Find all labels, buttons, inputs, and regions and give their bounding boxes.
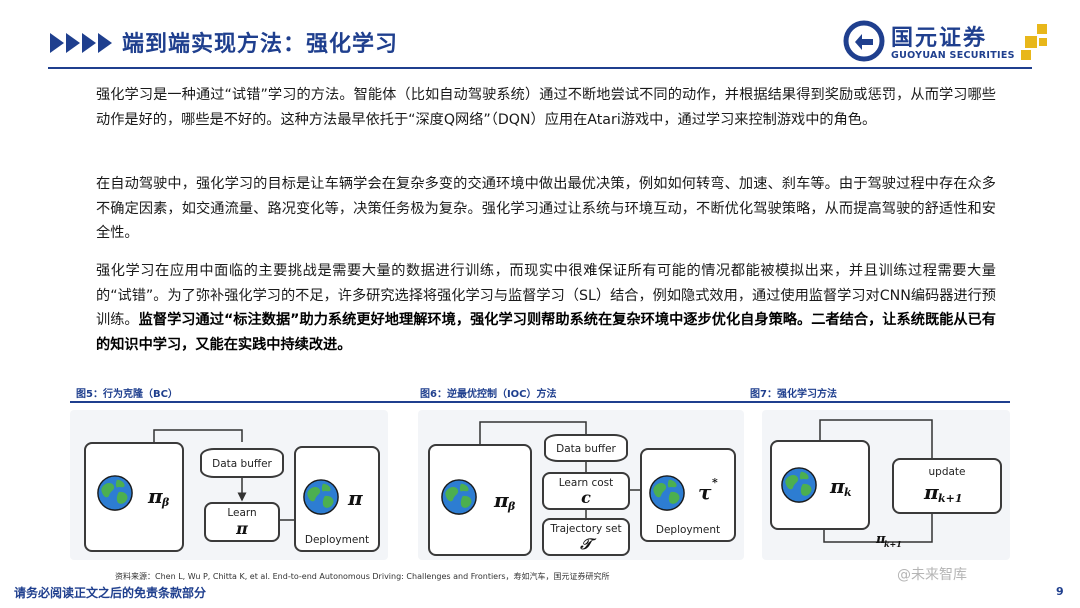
policy-k-box: π k bbox=[770, 440, 870, 530]
disclaimer-text: 请务必阅读正文之后的免责条款部分 bbox=[14, 586, 207, 600]
update-box: update π k+1 bbox=[892, 458, 1002, 514]
policy-beta-box: π β bbox=[84, 442, 184, 552]
caption-divider bbox=[70, 401, 1010, 403]
deployment-box: π Deployment bbox=[294, 446, 380, 552]
paragraph-challenges-emphasis: 监督学习通过“标注数据”助力系统更好地理解环境，强化学习则帮助系统在复杂环境中逐… bbox=[96, 312, 996, 353]
page-title: 端到端实现方法：强化学习 bbox=[122, 32, 399, 57]
figure-5-caption: 图5：行为克隆（BC） bbox=[76, 389, 178, 400]
arrow-policy-symbol: π bbox=[876, 532, 886, 547]
deploy-superscript: * bbox=[712, 476, 718, 489]
data-buffer-box: Data buffer bbox=[544, 434, 628, 462]
chevron-right-icon bbox=[50, 33, 64, 53]
earth-globe-icon bbox=[780, 466, 818, 504]
source-note: 资料来源：Chen L, Wu P, Chitta K, et al. End-… bbox=[115, 572, 610, 581]
figure-7-caption: 图7：强化学习方法 bbox=[750, 389, 837, 400]
chevron-right-icon bbox=[82, 33, 96, 53]
policy-symbol: π bbox=[148, 484, 163, 508]
policy-symbol: π bbox=[830, 474, 845, 498]
data-buffer-label: Data buffer bbox=[212, 458, 272, 470]
logo-chinese-name: 国元证券 bbox=[891, 26, 988, 51]
update-symbol: π bbox=[924, 480, 939, 504]
trajectory-symbol: 𝒯 bbox=[580, 535, 592, 553]
data-buffer-box: Data buffer bbox=[200, 448, 284, 478]
paragraph-autonomous-driving: 在自动驾驶中，强化学习的目标是让车辆学会在复杂多变的交通环境中做出最优决策，例如… bbox=[96, 176, 996, 241]
company-logo: 国元证券 GUOYUAN SECURITIES bbox=[843, 18, 1053, 66]
watermark: @未来智库 bbox=[897, 567, 967, 583]
deploy-policy-symbol: π bbox=[348, 486, 363, 510]
header-divider bbox=[48, 67, 1032, 69]
figure-6-caption: 图6：逆最优控制（IOC）方法 bbox=[420, 389, 557, 400]
deployment-box: τ * Deployment bbox=[640, 448, 736, 542]
deploy-trajectory-symbol: τ bbox=[698, 480, 712, 504]
chevron-right-icon bbox=[98, 33, 112, 53]
paragraph-intro: 强化学习是一种通过“试错”学习的方法。智能体（比如自动驾驶系统）通过不断地尝试不… bbox=[96, 87, 996, 128]
logo-gold-blocks-icon bbox=[1021, 24, 1047, 60]
arrow-policy-subscript: k+1 bbox=[884, 539, 902, 549]
header-chevrons bbox=[50, 33, 112, 53]
policy-subscript: k bbox=[844, 486, 852, 499]
logo-emblem-icon bbox=[843, 20, 885, 62]
policy-subscript: β bbox=[162, 496, 170, 509]
policy-beta-box: π β bbox=[428, 444, 532, 556]
learn-symbol: π bbox=[236, 519, 248, 538]
chevron-right-icon bbox=[66, 33, 80, 53]
figure-5-diagram: π β Data buffer Learn π π Deployment bbox=[70, 410, 388, 560]
learn-cost-label: Learn cost bbox=[558, 477, 614, 489]
trajectory-set-box: Trajectory set 𝒯 bbox=[542, 518, 630, 556]
learn-cost-box: Learn cost c bbox=[542, 472, 630, 510]
cost-symbol: c bbox=[581, 488, 591, 507]
update-label: update bbox=[928, 466, 966, 478]
policy-subscript: β bbox=[508, 500, 516, 513]
paragraph-challenges-text: 强化学习在应用中面临的主要挑战是需要大量的数据进行训练，而现实中很难保证所有可能… bbox=[96, 263, 996, 328]
learn-label: Learn bbox=[227, 507, 257, 519]
earth-globe-icon bbox=[648, 474, 686, 512]
deployment-label: Deployment bbox=[655, 524, 721, 536]
learn-box: Learn π bbox=[204, 502, 280, 542]
earth-globe-icon bbox=[96, 474, 134, 512]
deployment-label: Deployment bbox=[304, 534, 370, 546]
data-buffer-label: Data buffer bbox=[556, 443, 616, 455]
earth-globe-icon bbox=[440, 478, 478, 516]
logo-english-name: GUOYUAN SECURITIES bbox=[891, 50, 1015, 61]
page-number: 9 bbox=[1056, 585, 1064, 598]
policy-symbol: π bbox=[494, 488, 509, 512]
earth-globe-icon bbox=[302, 478, 340, 516]
trajectory-set-label: Trajectory set bbox=[550, 523, 622, 535]
update-subscript: k+1 bbox=[938, 492, 963, 505]
figure-6-diagram: π β Data buffer Learn cost c Trajectory … bbox=[418, 410, 744, 560]
paragraph-challenges: 强化学习在应用中面临的主要挑战是需要大量的数据进行训练，而现实中很难保证所有可能… bbox=[96, 259, 996, 357]
figure-7-diagram: π k update π k+1 π k+1 bbox=[762, 410, 1010, 560]
